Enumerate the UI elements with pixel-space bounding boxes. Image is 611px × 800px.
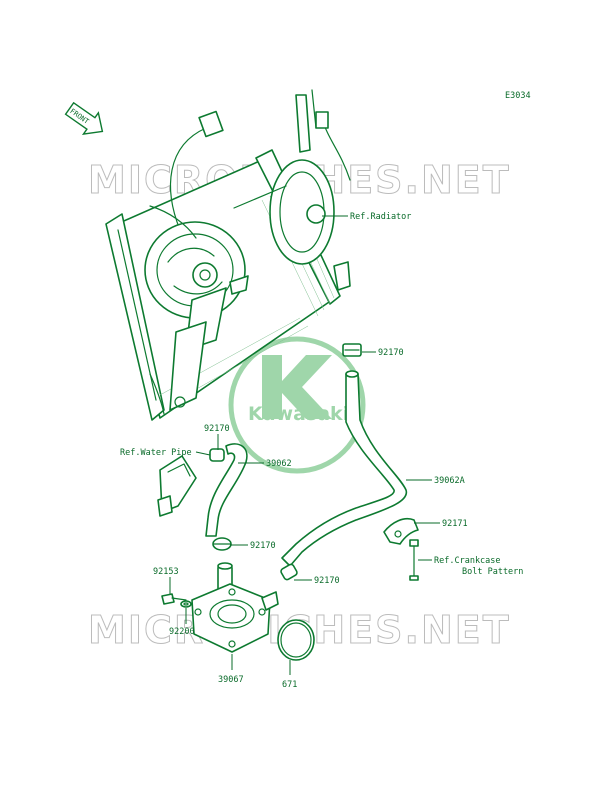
label-92170-left: 92170: [204, 424, 230, 434]
label-39062: 39062: [266, 459, 292, 469]
label-92153: 92153: [153, 567, 179, 577]
label-ref-crankcase-line1: Ref.Crankcase: [434, 556, 501, 566]
label-39062a: 39062A: [434, 476, 465, 486]
bracket-92171: [383, 517, 419, 545]
label-92170-upper: 92170: [378, 348, 404, 358]
radiator-assembly: [105, 89, 351, 421]
label-92200: 92200: [169, 627, 195, 637]
diagram-code: E3034: [505, 91, 531, 101]
kawasaki-logo: Kawasaki: [228, 336, 366, 474]
label-ref-crankcase-line2: Bolt Pattern: [462, 567, 523, 577]
water-pipe-ref: [157, 455, 197, 517]
label-ref-water-pipe: Ref.Water Pipe: [120, 448, 192, 458]
o-ring-671: [277, 619, 315, 661]
oil-cooler-39067: [191, 562, 279, 653]
clamp-92170-mid: [212, 537, 232, 551]
bolt-92153: [161, 593, 187, 605]
washer-92200: [180, 600, 192, 608]
label-39067: 39067: [218, 675, 244, 685]
label-ref-radiator: Ref.Radiator: [350, 212, 411, 222]
label-92170-mid: 92170: [250, 541, 276, 551]
front-arrow-icon: FRONT: [64, 101, 104, 136]
clamp-92170-left: [209, 448, 225, 462]
kawasaki-logo-text: Kawasaki: [248, 403, 349, 425]
clamp-92170-lower: [280, 563, 298, 581]
label-92170-lower: 92170: [314, 576, 340, 586]
clamp-92170-upper: [342, 343, 362, 357]
crankcase-bolt: [409, 539, 419, 581]
label-92171: 92171: [442, 519, 468, 529]
leader-lines: [169, 215, 440, 675]
label-671: 671: [282, 680, 297, 690]
part-labels: Ref.Radiator 92170 92170 Ref.Water Pipe …: [120, 212, 523, 690]
hose-39062: [205, 443, 248, 537]
